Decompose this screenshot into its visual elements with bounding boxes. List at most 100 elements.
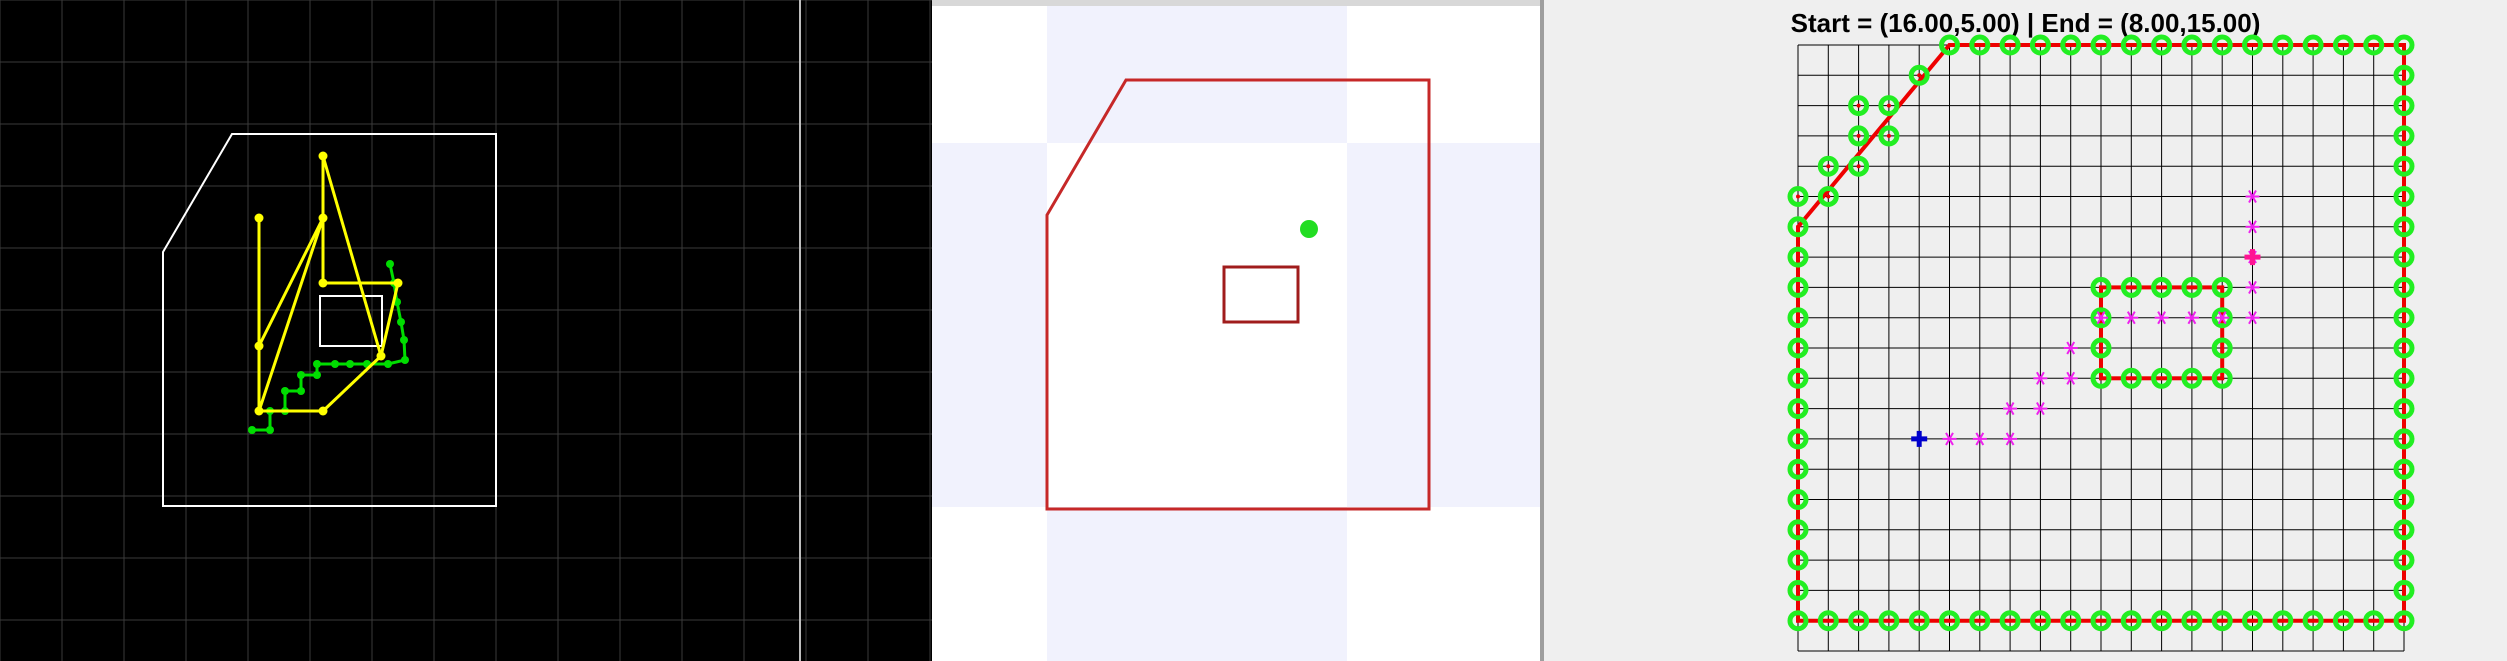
obstacle-node [1848, 155, 1870, 177]
obstacle-node [2211, 367, 2233, 389]
search-node [248, 426, 256, 434]
path-marker-stroke [2036, 402, 2045, 416]
obstacle-node-center [2280, 618, 2285, 623]
planner-canvas[interactable] [0, 0, 932, 661]
obstacle-node-center [2038, 618, 2043, 623]
obstacle-node [1878, 95, 1900, 117]
path-marker-stroke [1945, 432, 1954, 446]
obstacle-node [2181, 367, 2203, 389]
obstacle-node-center [2402, 376, 2406, 381]
start-marker [2244, 249, 2261, 266]
obstacle-node-center [2402, 497, 2406, 502]
obstacle-node [1787, 186, 1809, 207]
obstacle-node [2029, 34, 2051, 56]
obstacle-node-center [2402, 285, 2406, 290]
path-marker-stroke [2066, 371, 2076, 385]
obstacle-node [2211, 34, 2233, 56]
obstacle-node [2090, 34, 2112, 56]
path-marker [1972, 432, 1987, 446]
obstacle-node-center [2311, 43, 2316, 47]
obstacle-node-center [2402, 315, 2406, 320]
obstacle-node [2120, 34, 2142, 56]
path-marker [2033, 402, 2048, 416]
obstacle-node-center [2402, 558, 2406, 563]
obstacle-node [2302, 34, 2324, 56]
obstacle-node [1787, 216, 1809, 238]
obstacle-node [2151, 34, 2173, 56]
path-marker [2063, 371, 2078, 385]
obstacle-node-center [1947, 43, 1952, 47]
obstacle-node [1787, 610, 1809, 632]
path-marker [2124, 311, 2139, 325]
obstacle-node [1817, 186, 1839, 207]
path-marker-stroke [1975, 432, 1985, 446]
obstacle-node [1939, 610, 1960, 632]
path-marker [2184, 311, 2199, 325]
obstacle-node-center [1796, 224, 1800, 229]
path-edge [257, 217, 325, 412]
obstacle-node-center [2129, 376, 2134, 381]
obstacle-node [2393, 549, 2415, 571]
obstacle-node [2393, 34, 2415, 56]
obstacle-node-center [2402, 618, 2406, 623]
obstacle-node-center [2220, 376, 2225, 381]
obstacle-node-center [2099, 43, 2103, 47]
panel-top-bar [932, 0, 1544, 6]
obstacle-node-center [2402, 194, 2406, 199]
obstacle-node [2393, 216, 2415, 238]
obstacle-node [2211, 276, 2233, 298]
obstacle-node [1787, 337, 1809, 359]
search-node [281, 387, 289, 395]
obstacle-node-center [2402, 103, 2406, 108]
obstacle-node [1848, 95, 1870, 117]
path-marker-stroke [2126, 311, 2136, 325]
obstacle-node [2090, 610, 2112, 632]
obstacle-node-center [2311, 618, 2316, 623]
obstacle-node [1787, 489, 1809, 510]
obstacle-node [1939, 34, 1960, 56]
obstacle-node-center [1856, 618, 1861, 623]
path-marker [2003, 402, 2018, 416]
obstacle-node-center [2402, 527, 2406, 532]
obstacle-node [1969, 34, 1991, 56]
background-grid [0, 0, 932, 661]
obstacle-node-center [2099, 618, 2103, 623]
obstacle-node-center [2099, 346, 2103, 350]
obstacle-node-center [2250, 618, 2255, 623]
obstacle-node-center [2341, 43, 2346, 47]
obstacle-node [1908, 64, 1930, 86]
obstacle-node-center [2402, 588, 2406, 593]
obstacle-node-center [2099, 376, 2103, 381]
obstacle-node-center [2189, 618, 2194, 623]
path-marker-stroke [2217, 311, 2227, 325]
obstacle-node [2181, 34, 2203, 56]
obstacle-node [1848, 125, 1870, 147]
path-node [254, 406, 264, 416]
obstacle-node-center [2189, 43, 2194, 47]
obstacle-node [2242, 34, 2263, 56]
map-boundary [1045, 78, 1431, 511]
obstacle-node [2393, 155, 2415, 177]
obstacle-node [1787, 458, 1809, 480]
obstacle-node [2060, 610, 2082, 632]
obstacle-node-center [1796, 376, 1800, 381]
obstacle-node-center [1917, 73, 1922, 78]
obstacle-node [2151, 367, 2173, 389]
grid-plot[interactable] [1544, 0, 2507, 661]
obstacle-node [2120, 610, 2142, 632]
search-node [346, 360, 354, 368]
path-node [318, 278, 328, 288]
obstacle-node-center [1826, 618, 1831, 623]
map-canvas[interactable] [932, 0, 1544, 661]
obstacle-node-center [2159, 618, 2164, 623]
obstacle-node-center [2129, 43, 2134, 47]
path-marker [2094, 311, 2108, 325]
obstacle-node [2393, 64, 2415, 86]
obstacle-node-center [2371, 618, 2376, 623]
path-node [318, 151, 328, 161]
obstacle-node [1787, 307, 1809, 329]
obstacle-node-center [2129, 285, 2134, 290]
path-marker [1942, 432, 1957, 446]
obstacle-node-center [1977, 618, 1982, 623]
obstacle-node [2393, 428, 2415, 450]
